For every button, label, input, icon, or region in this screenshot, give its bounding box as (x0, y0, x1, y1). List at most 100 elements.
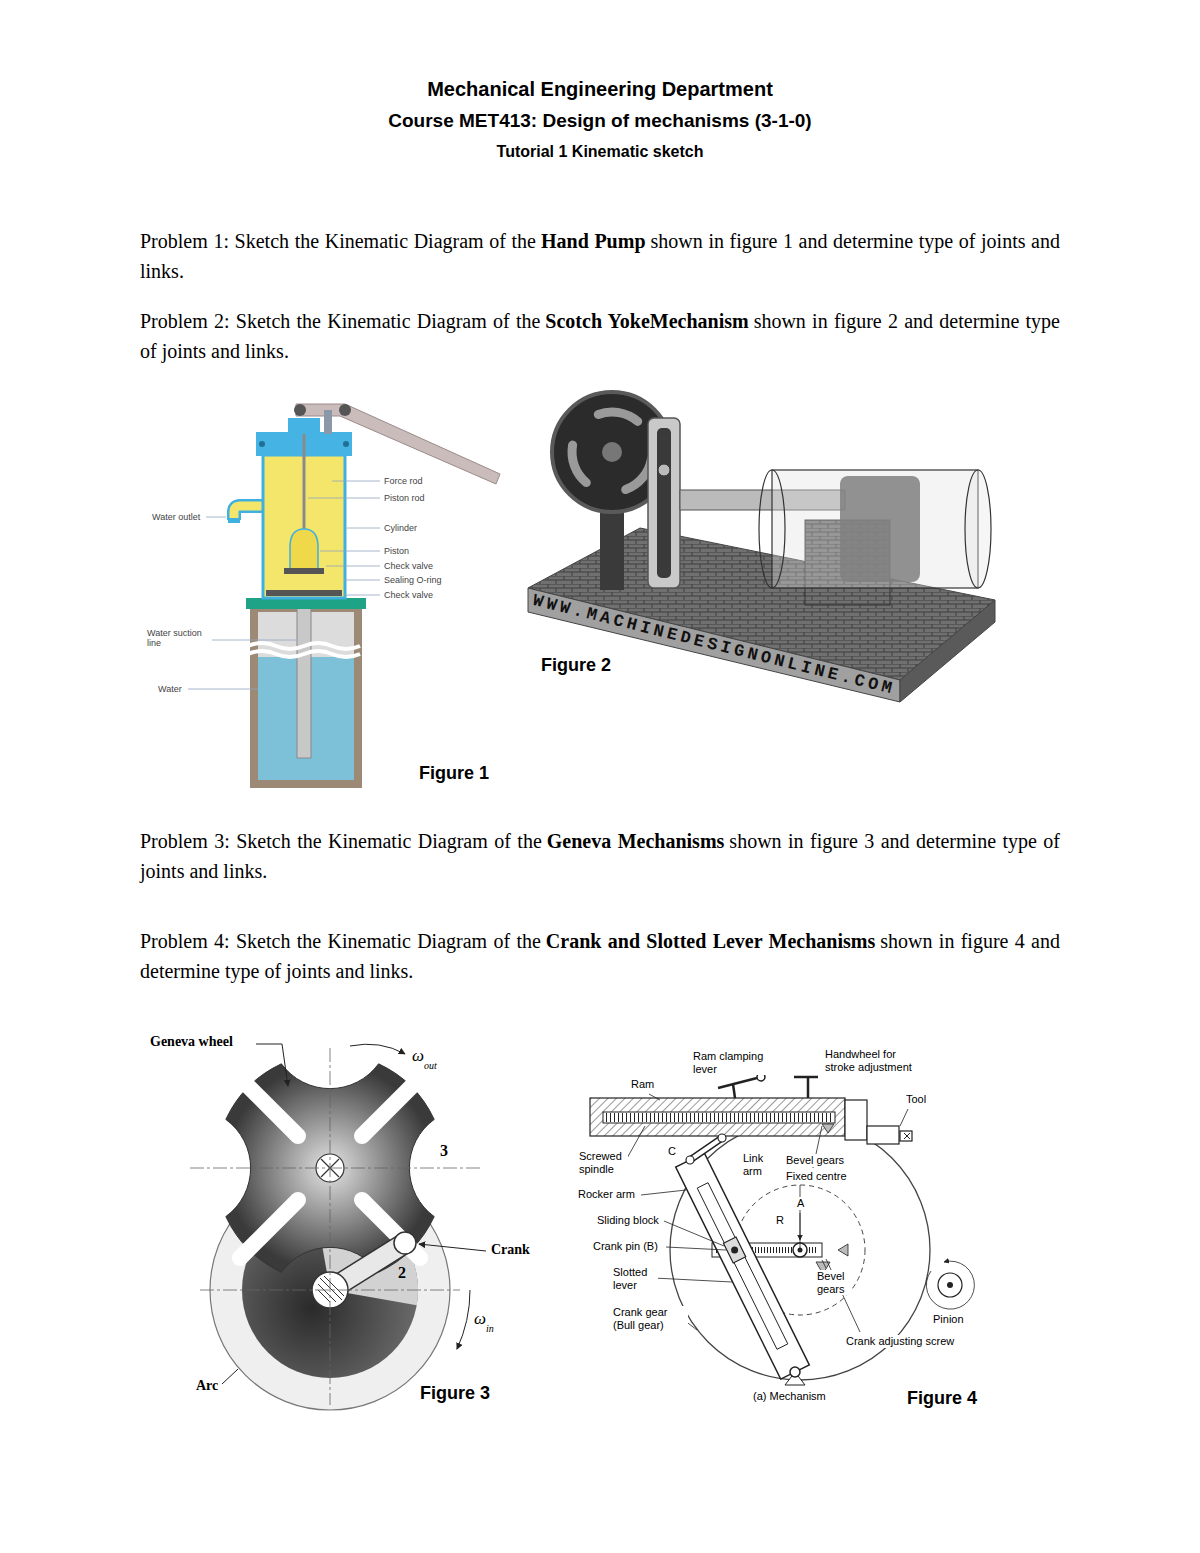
hand-pump-illustration-part-part (344, 595, 380, 596)
problem-text: Problem 1: Sketch the Kinematic Diagram … (140, 230, 536, 252)
part-label: Screwed spindle (578, 1150, 628, 1175)
part-label: Sealing O-ring (384, 575, 442, 585)
hand-pump-illustration-part-part (308, 498, 380, 499)
geneva-illustration-part-part (190, 1168, 480, 1169)
geneva-illustration-part-part (330, 1048, 331, 1405)
geneva-illustration-part-part (222, 1369, 238, 1384)
part-label: Pinion (932, 1313, 965, 1326)
hand-pump-illustration-part (294, 404, 306, 416)
shaper-mechanism-illustration-part-part (800, 1213, 801, 1240)
scotch-yoke-illustration-part-part (572, 445, 586, 483)
hand-pump-illustration-part (188, 481, 380, 689)
scotch-yoke-illustration-part (772, 470, 978, 588)
part-label: (a) Mechanism (752, 1390, 827, 1403)
shaper-mechanism-illustration-part (686, 1156, 694, 1164)
shaper-mechanism-illustration-part (733, 1084, 735, 1098)
hand-pump-illustration (188, 404, 500, 788)
scotch-yoke-illustration-part (759, 470, 785, 588)
hand-pump-illustration-part (228, 518, 240, 523)
hand-pump-illustration-part (303, 434, 306, 540)
part-label: Check valve (384, 561, 433, 571)
shaper-mechanism-illustration-part (904, 1133, 910, 1139)
hand-pump-illustration-part-part (344, 580, 380, 581)
hand-pump-illustration-part-part (188, 689, 258, 690)
link-number: 2 (398, 1264, 406, 1282)
shaper-mechanism-illustration-part (731, 1247, 738, 1254)
hand-pump-illustration-part (288, 418, 320, 434)
scotch-yoke-illustration-part (965, 470, 991, 588)
scotch-yoke-illustration-part-part (598, 412, 637, 421)
problem-text: Problem 4: Sketch the Kinematic Diagram … (140, 930, 541, 952)
hand-pump-illustration-part (234, 506, 263, 520)
shaper-mechanism-illustration-part-part (900, 1109, 908, 1126)
shaper-mechanism-illustration-part-part (649, 1094, 660, 1100)
hand-pump-illustration-part (234, 506, 263, 520)
part-label: A (796, 1197, 805, 1210)
shaper-mechanism-illustration-part-part (822, 1260, 826, 1268)
hand-pump-illustration-part (259, 441, 265, 447)
mechanism-name: Hand Pump (541, 230, 646, 252)
part-label: Tool (905, 1093, 927, 1106)
scotch-yoke-illustration-part (572, 412, 651, 490)
shaper-mechanism-illustration-part (800, 1185, 801, 1250)
shaper-mechanism-illustration-part (718, 1134, 726, 1142)
scotch-yoke-illustration-part (657, 428, 671, 578)
part-label: Crank pin (B) (592, 1240, 659, 1253)
figure-caption: Figure 3 (420, 1383, 490, 1404)
geneva-illustration-part (222, 1044, 486, 1384)
hand-pump-illustration-part (284, 568, 324, 574)
part-label: Cylinder (384, 523, 417, 533)
problem-text: Problem 3: Sketch the Kinematic Diagram … (140, 830, 542, 852)
shaper-mechanism-illustration-part (718, 1078, 757, 1088)
shaper-mechanism-illustration-part (626, 1094, 974, 1332)
hand-pump-illustration-part (248, 643, 360, 649)
shaper-mechanism-illustration-part (790, 1367, 800, 1377)
part-label: Crank (491, 1242, 530, 1258)
link-number: 3 (440, 1142, 448, 1160)
part-label: Ram clamping lever (692, 1050, 774, 1075)
problem-text: Problem 2: Sketch the Kinematic Diagram … (140, 310, 540, 332)
part-label: Check valve (384, 590, 433, 600)
watermark: WWW.MACHINEDESIGNONLINE.COM (531, 591, 897, 699)
hand-pump-illustration-part (343, 441, 349, 447)
velocity-subscript: out (424, 1060, 437, 1071)
geneva-illustration-part (394, 1232, 416, 1254)
mechanism-name: Geneva Mechanisms (547, 830, 725, 852)
problem-statement: Problem 3: Sketch the Kinematic Diagram … (140, 826, 1060, 886)
scotch-yoke-illustration-part (602, 442, 622, 462)
shaper-mechanism-illustration-part-part (926, 1261, 974, 1309)
hand-pump-illustration-part (297, 608, 311, 758)
figure-caption: Figure 4 (907, 1388, 977, 1409)
shaper-mechanism-illustration-part (697, 1183, 788, 1350)
hand-pump-illustration-part-part (332, 481, 380, 482)
shaper-mechanism-illustration-part-part (666, 1247, 726, 1250)
part-label: Crank gear (Bull gear) (612, 1306, 688, 1331)
shaper-mechanism-illustration-part (590, 1098, 845, 1136)
part-label: Piston rod (384, 493, 425, 503)
part-label: Water (158, 684, 182, 694)
part-label: Bevel gears (785, 1154, 845, 1167)
scotch-yoke-illustration-part (648, 418, 680, 588)
hand-pump-illustration-part-part (206, 517, 226, 518)
shaper-mechanism-illustration-part (807, 1077, 810, 1098)
page-title: Mechanical Engineering Department (0, 78, 1200, 101)
problem-statement: Problem 2: Sketch the Kinematic Diagram … (140, 306, 1060, 366)
part-label: Force rod (384, 476, 423, 486)
part-label: Water outlet (152, 512, 200, 522)
hand-pump-illustration-part-part (212, 640, 296, 641)
part-label: Arc (196, 1378, 218, 1394)
problem-statement: Problem 1: Sketch the Kinematic Diagram … (140, 226, 1060, 286)
problem-statement: Problem 4: Sketch the Kinematic Diagram … (140, 926, 1060, 986)
hand-pump-illustration-part-part (320, 551, 380, 552)
hand-pump-illustration-part-part (347, 528, 380, 529)
shaper-mechanism-illustration-part (690, 1138, 722, 1160)
shaper-mechanism-illustration-part (867, 1126, 899, 1144)
part-label: Handwheel for stroke adjustment (824, 1048, 926, 1073)
shaper-mechanism-illustration-part (690, 1138, 722, 1160)
shaper-mechanism-illustration-part-part (626, 1126, 645, 1160)
part-label: Link arm (742, 1152, 774, 1177)
scotch-yoke-illustration-part (658, 464, 670, 476)
hand-pump-illustration-part (248, 651, 360, 657)
